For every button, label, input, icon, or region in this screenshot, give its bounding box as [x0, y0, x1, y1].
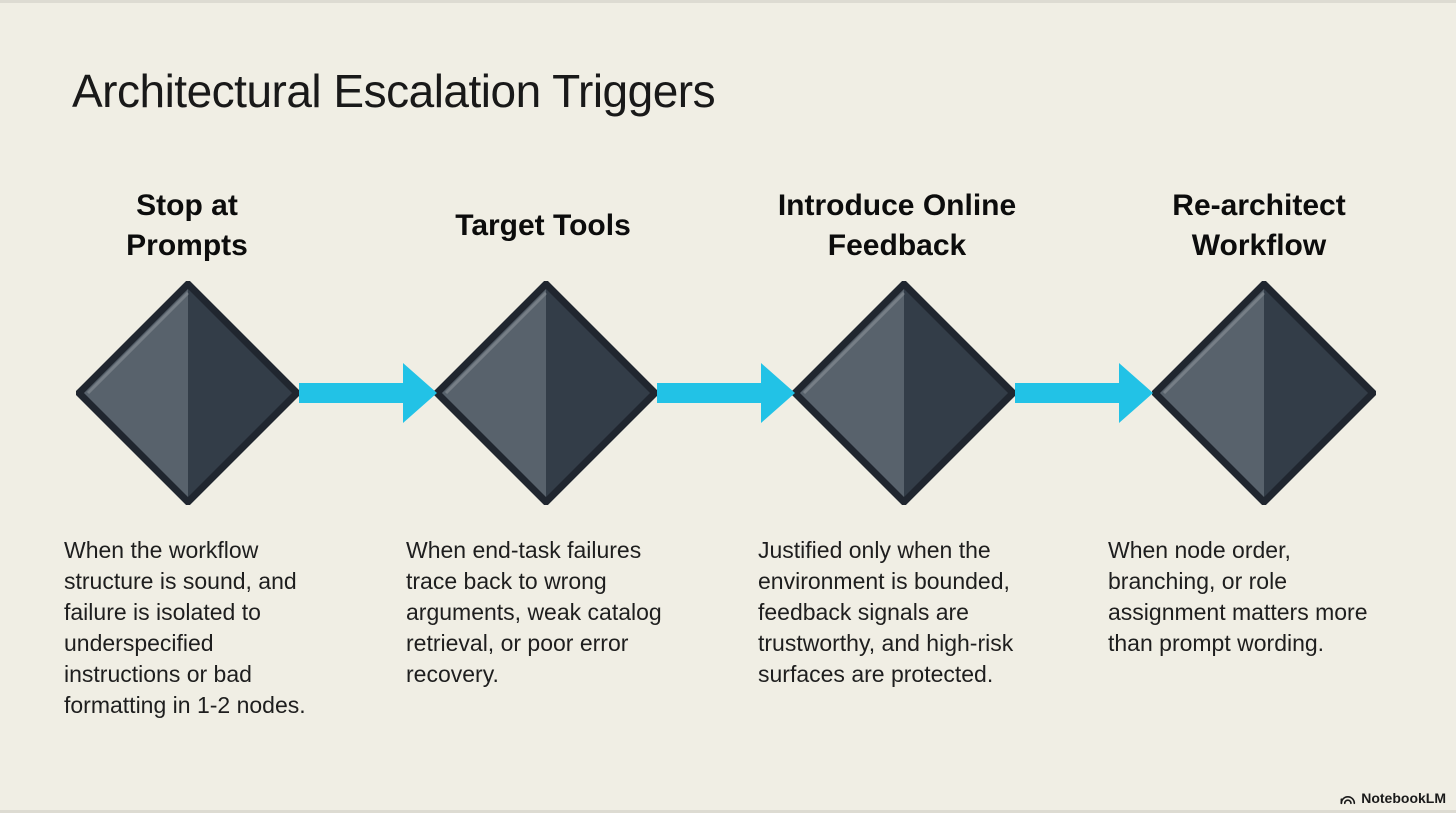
notebooklm-logo-icon — [1340, 795, 1356, 804]
diamond-icon — [1152, 281, 1376, 505]
arrow-shape — [299, 363, 437, 423]
step-heading-target-tools: Target Tools — [455, 209, 631, 242]
diamond-icon — [434, 281, 658, 505]
arrow-right-icon — [1015, 363, 1153, 423]
diamond-highlight — [86, 291, 190, 395]
diamond-highlight — [802, 291, 906, 395]
page-title: Architectural Escalation Triggers — [72, 65, 716, 117]
diamond-left-face — [436, 283, 546, 503]
brand-name: NotebookLM — [1361, 790, 1446, 806]
diamond-icon — [792, 281, 1016, 505]
arrow-right-icon — [299, 363, 437, 423]
arrow-right-icon — [657, 363, 795, 423]
diamond-right-face — [1264, 283, 1374, 503]
diamond-outline — [792, 281, 1016, 505]
bottom-edge-divider — [0, 810, 1456, 813]
diamond-highlight — [1162, 291, 1266, 395]
step-description: When end-task failures trace back to wro… — [406, 537, 662, 687]
arrow-shape — [1015, 363, 1153, 423]
diamond-outline — [1152, 281, 1376, 505]
arrow-shape — [657, 363, 795, 423]
step-description: Justified only when the environment is b… — [758, 537, 1014, 687]
diamond-left-face — [78, 283, 188, 503]
diamond-outline — [76, 281, 300, 505]
step-description: When node order, branching, or role assi… — [1108, 537, 1368, 656]
step-heading-stop-at-prompts: Stop at Prompts — [126, 189, 248, 262]
step-heading-introduce-online-feedback: Introduce Online Feedback — [777, 189, 1017, 262]
diamond-left-face — [794, 283, 904, 503]
diamond-icon — [76, 281, 300, 505]
diamond-right-face — [546, 283, 656, 503]
diamond-highlight — [444, 291, 548, 395]
step-heading-re-architect-workflow: Re-architect Workflow — [1172, 189, 1346, 262]
brand-footer: NotebookLM — [1339, 790, 1446, 806]
diamond-outline — [434, 281, 658, 505]
diamond-right-face — [188, 283, 298, 503]
diamond-right-face — [904, 283, 1014, 503]
diamond-left-face — [1154, 283, 1264, 503]
top-edge-divider — [0, 0, 1456, 3]
step-description: When the workflow structure is sound, an… — [64, 537, 306, 718]
